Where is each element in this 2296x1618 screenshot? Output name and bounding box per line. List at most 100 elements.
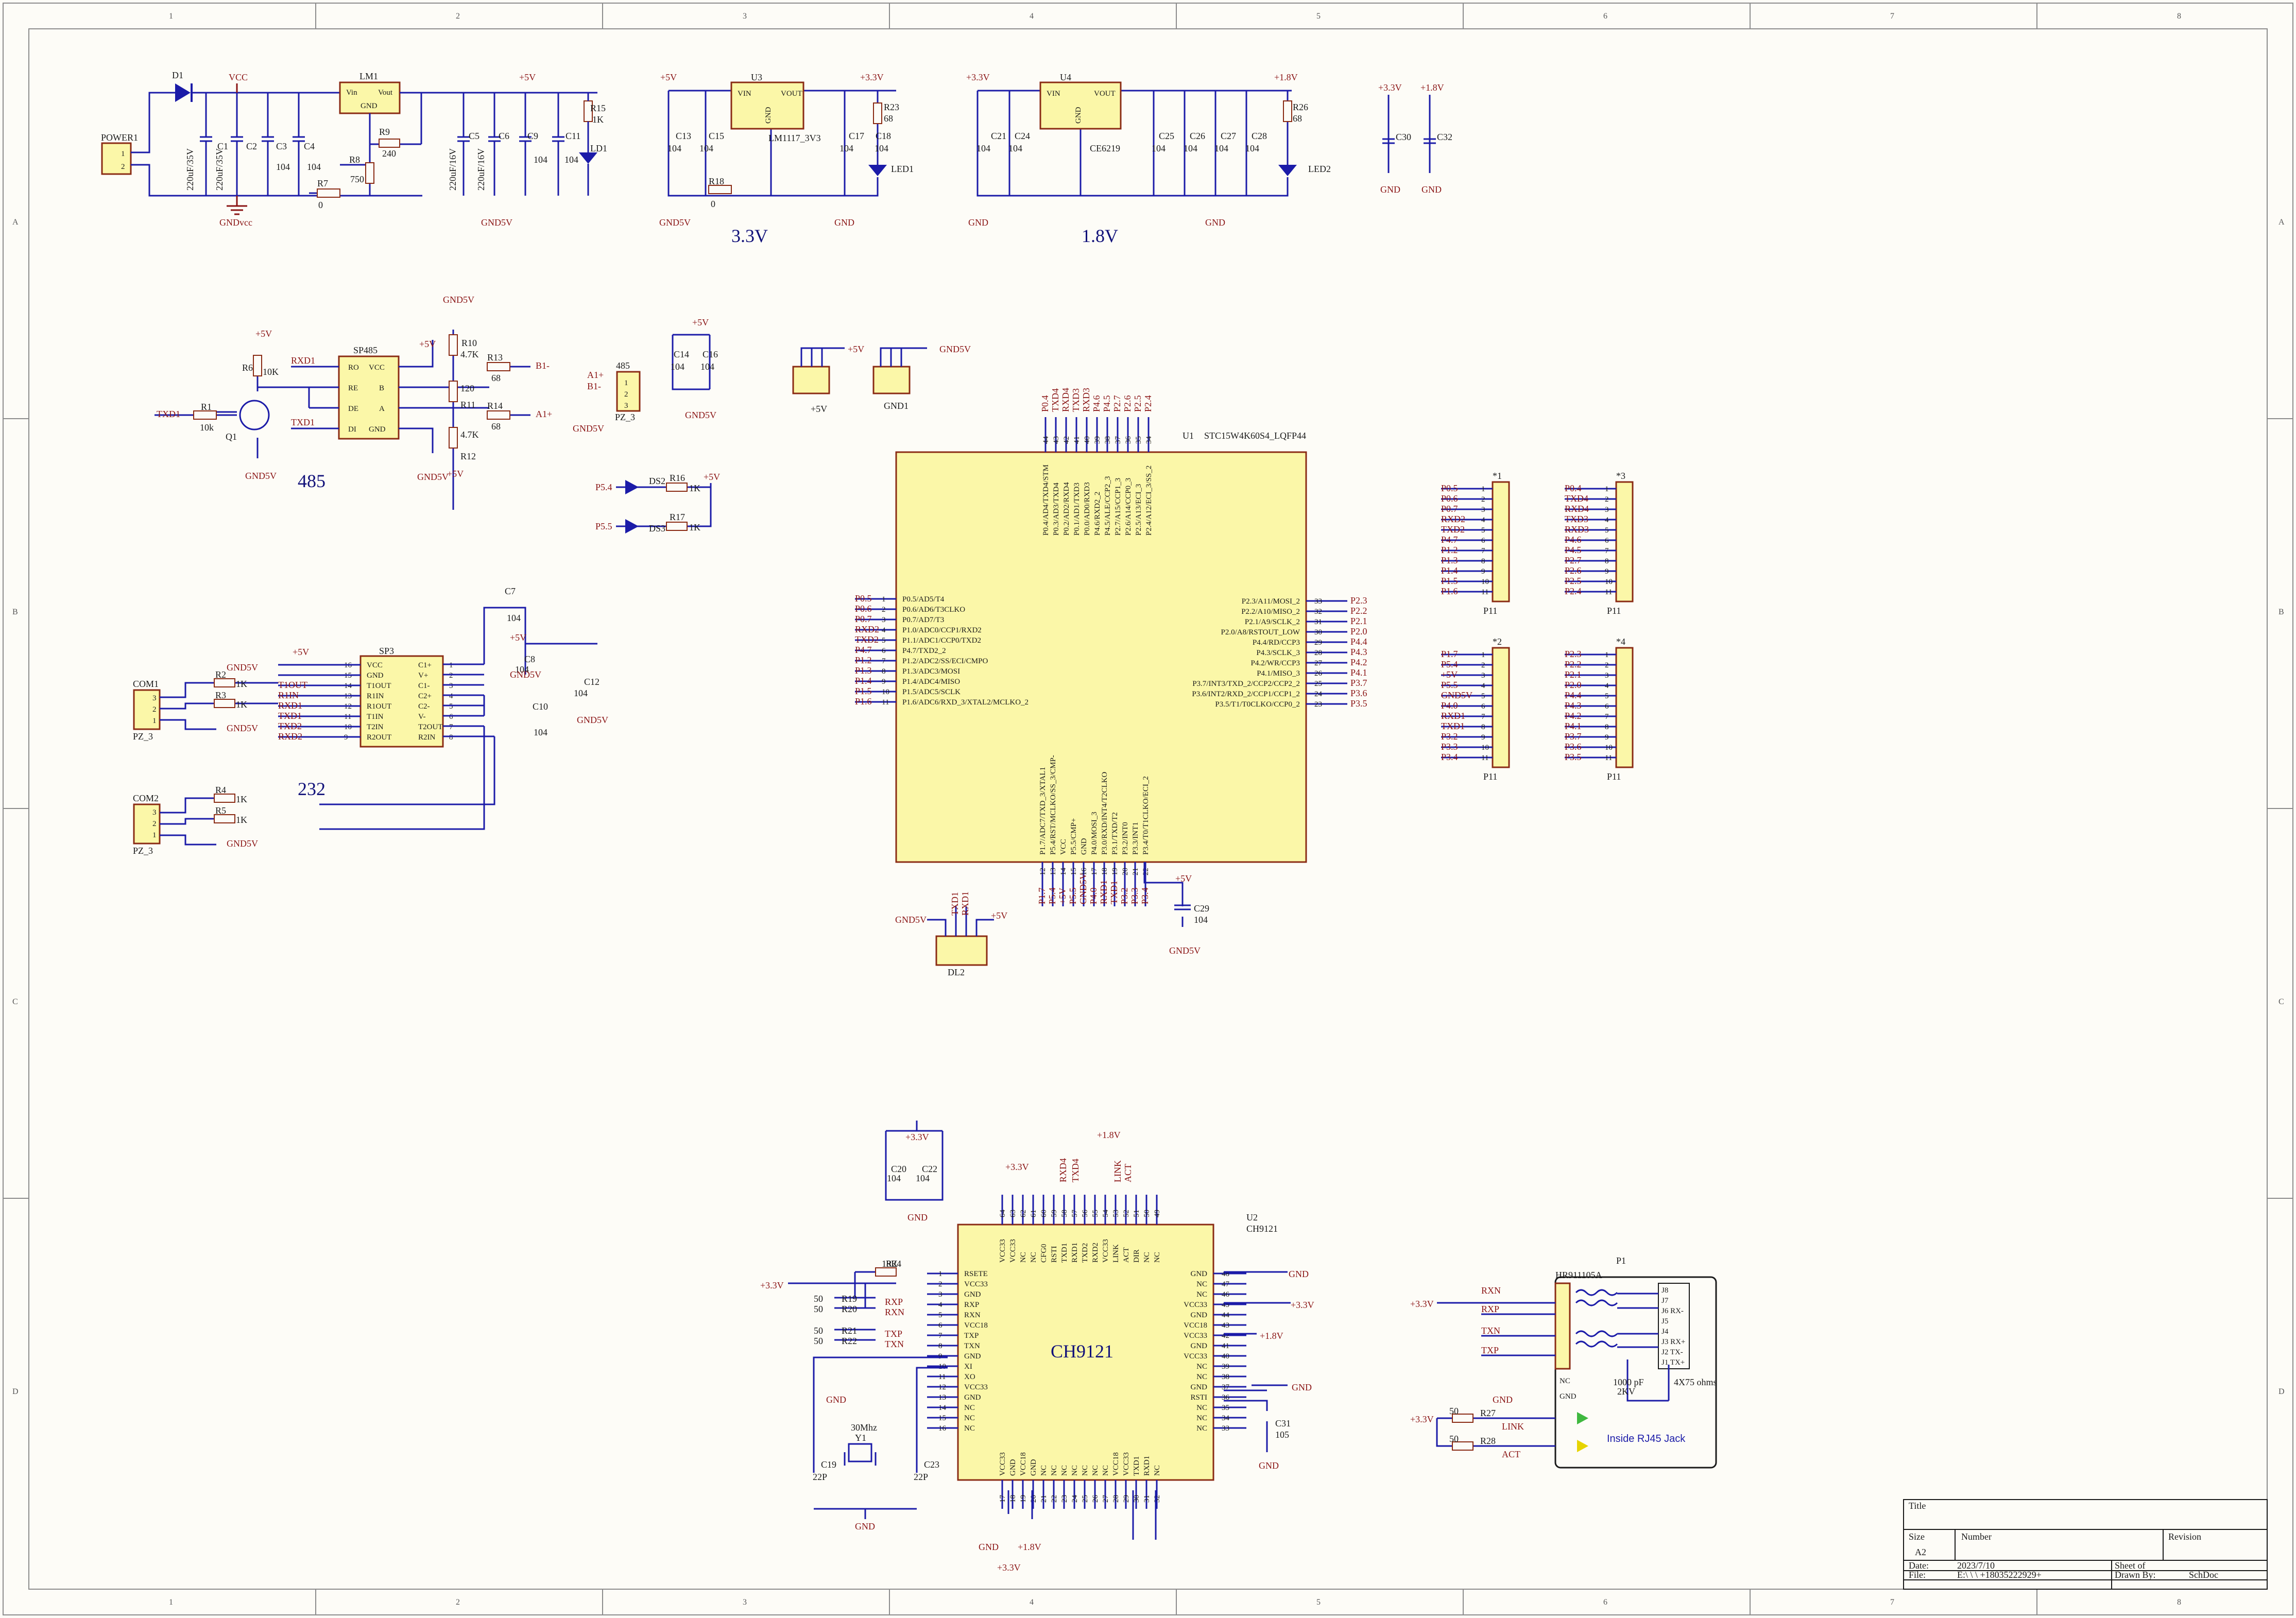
ch9121-bottom-pin: VCC33 [1122,1452,1130,1476]
c23-value: 22P [914,1472,928,1482]
ch9121-top-pin-no: 52 [1122,1210,1130,1217]
c14-label: C14 [674,349,689,359]
ch-link-net: LINK [1112,1160,1123,1182]
ch9121-right-pin: RSTI [1190,1393,1207,1402]
r28-value: 50 [1449,1434,1459,1444]
mcu-top-net: TXD3 [1071,388,1081,412]
rj45-pin: J5 [1661,1317,1668,1326]
mcu-bottom-net: P1.7 [1037,887,1047,904]
mcu-top-pin-fn: P0.0/AD0/RXD3 [1083,482,1091,536]
c7-label: C7 [505,586,516,596]
ch9121-left-pin: TXN [964,1342,980,1350]
conn485-label: 485 [616,360,630,371]
header-net: P0.5 [1441,483,1458,493]
mcu-right-pin-no: 28 [1314,649,1322,657]
c29-label: C29 [1194,903,1209,914]
mcu-top-pin-fn: P2.5/A13/ECI_3 [1135,484,1143,536]
ch9121-left-pin: VCC33 [964,1280,988,1288]
ch9121-left-pin: TXP [964,1332,979,1340]
header-net: P4.0 [1441,700,1458,711]
ch9121-right-pin-no: 44 [1222,1311,1230,1319]
mcu-right-pin-no: 32 [1314,608,1322,616]
mcu-bottom-pin-fn: P5.4/RST/MCLKO/SS_3/CMP- [1049,755,1057,855]
mcu-bottom-net: P5.4 [1047,887,1057,904]
svg-text:GND: GND [979,1542,999,1552]
ch9121-left-pin: NC [964,1404,975,1412]
svg-text:104: 104 [574,688,588,698]
svg-text:104: 104 [507,613,521,623]
ch9121-right-pin: VCC33 [1184,1332,1207,1340]
svg-text:104: 104 [1194,915,1208,925]
header-net: P2.5 [1565,576,1582,586]
zone-column-bottom: 4 [1030,1598,1034,1607]
r6-value: 10K [263,367,279,377]
mcu-top-pin-no: 43 [1052,436,1060,444]
conn485-b: B1- [587,381,601,391]
c13-label: C13 [676,131,691,141]
svg-text:GND: GND [855,1521,875,1531]
mcu-top-pin-no: 35 [1135,436,1143,444]
header-net: P0.6 [1441,493,1458,504]
header-pin-no: 10 [1481,578,1489,586]
ch9121-top-pin: CFG0 [1040,1244,1048,1263]
zone-column-top: 7 [1890,12,1894,21]
c31-label: C31 [1275,1418,1291,1428]
mcu-left-net: P4.7 [855,645,872,655]
tb-date-value: 2023/7/10 [1957,1560,1995,1571]
regulator-1v8-section: +3.3V +1.8V U4 VIN VOUT GND CE6219 C2110… [966,72,1452,246]
rj45-pin: J1 TX+ [1661,1358,1685,1367]
svg-text:1: 1 [152,831,157,839]
a1p-net: A1+ [536,409,552,419]
r27-value: 50 [1449,1406,1459,1416]
mcu-bottom-pin-fn: P4.0/MOSI_3 [1090,812,1099,855]
svg-text:GND: GND [1380,184,1400,195]
mcu-top-pin-fn: P0.4/AD4/TXD4/STM [1042,464,1050,536]
mcu-bottom-pin-no: 22 [1142,868,1150,875]
ch9121-left-pin: VCC33 [964,1383,988,1391]
header-pin-no: 7 [1605,547,1609,555]
mcu-left-pin-no: 9 [882,678,886,686]
mcu-bottom-net: P4.0 [1088,887,1099,904]
txd1-net-485: TXD1 [291,417,315,427]
ch-txp-net: TXP [885,1329,902,1339]
r3-label: R3 [215,690,226,700]
svg-text:+3.3V: +3.3V [1410,1299,1434,1309]
ch9121-right-pin: NC [1196,1404,1207,1412]
mcu-right-pin-no: 31 [1314,618,1322,626]
zone-row-right: C [2278,997,2284,1006]
mcu-right-pin-no: 29 [1314,639,1322,647]
p33v-label-2: +3.3V [966,72,990,82]
com2-label: COM2 [133,793,159,803]
u3-gnd: GND [764,107,773,124]
svg-text:+3.3V: +3.3V [905,1132,929,1142]
r23-label: R23 [884,102,899,112]
b1m-net: B1- [536,360,550,371]
svg-text:GND5V: GND5V [245,471,277,481]
c27-label: C27 [1221,131,1236,141]
r20-label: R20 [842,1304,857,1314]
ch9121-bottom-pin-no: 32 [1153,1495,1161,1503]
u4-label: U4 [1060,72,1071,82]
header-pin-no: 4 [1481,516,1485,524]
mcu-top-pin-fn: P4.6/RXD2_2 [1093,492,1102,536]
r19-label: R19 [842,1294,857,1304]
mcu-right-pin-no: 30 [1314,628,1322,636]
tb-revision: Revision [2168,1531,2201,1542]
header-net: P4.2 [1565,711,1582,721]
header-pin-no: 7 [1605,713,1609,721]
zone-column-top: 3 [743,12,747,21]
ch9121-left-pin-no: 11 [938,1373,946,1381]
svg-text:GND: GND [1493,1395,1513,1405]
header-net: RXD1 [1441,711,1465,721]
mcu-bottom-pin-fn: P1.7/ADC7/TXD_3/XTAL1 [1039,767,1047,855]
svg-text:GND5V: GND5V [227,662,258,673]
d1-label: D1 [172,70,183,80]
mcu-right-pin-fn: P4.4/RD/CCP3 [1253,639,1300,647]
sp485-label: SP485 [353,345,378,355]
sp3-right-pin: C1+ [418,661,432,669]
rj-txp-net: TXP [1481,1345,1499,1355]
svg-text:104: 104 [1008,143,1022,153]
u4-gnd: GND [1074,107,1083,124]
ch9121-right-pin-no: 46 [1222,1290,1230,1299]
